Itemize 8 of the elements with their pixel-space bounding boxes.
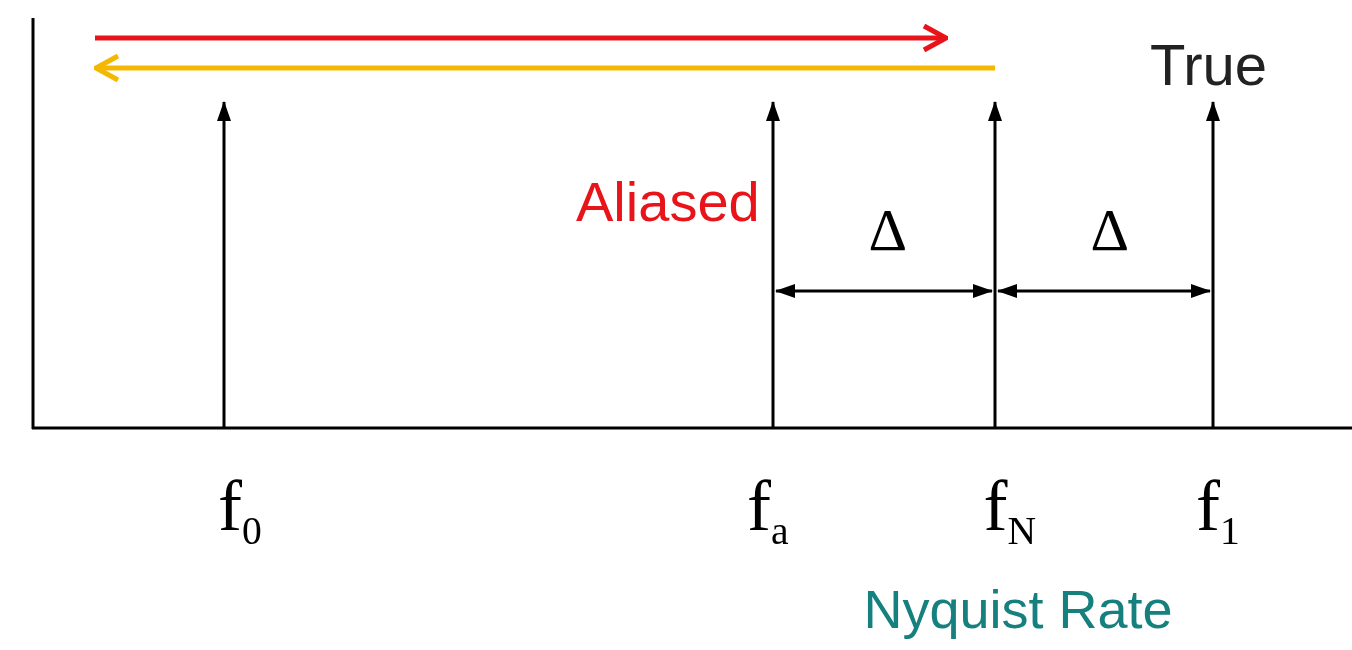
signal-label: True <box>1150 36 1268 94</box>
frequency-label: f$_{a}$ <box>747 470 789 552</box>
frequency-label: f$_{1}$ <box>1196 470 1240 552</box>
dimension-label: Δ <box>868 200 908 260</box>
frequency-label: f$_{N}$ <box>983 470 1037 552</box>
dimension-label: Δ <box>1090 200 1130 260</box>
frequency-label: f$_{0}$ <box>218 470 262 552</box>
signal-label: Aliased <box>576 174 760 230</box>
